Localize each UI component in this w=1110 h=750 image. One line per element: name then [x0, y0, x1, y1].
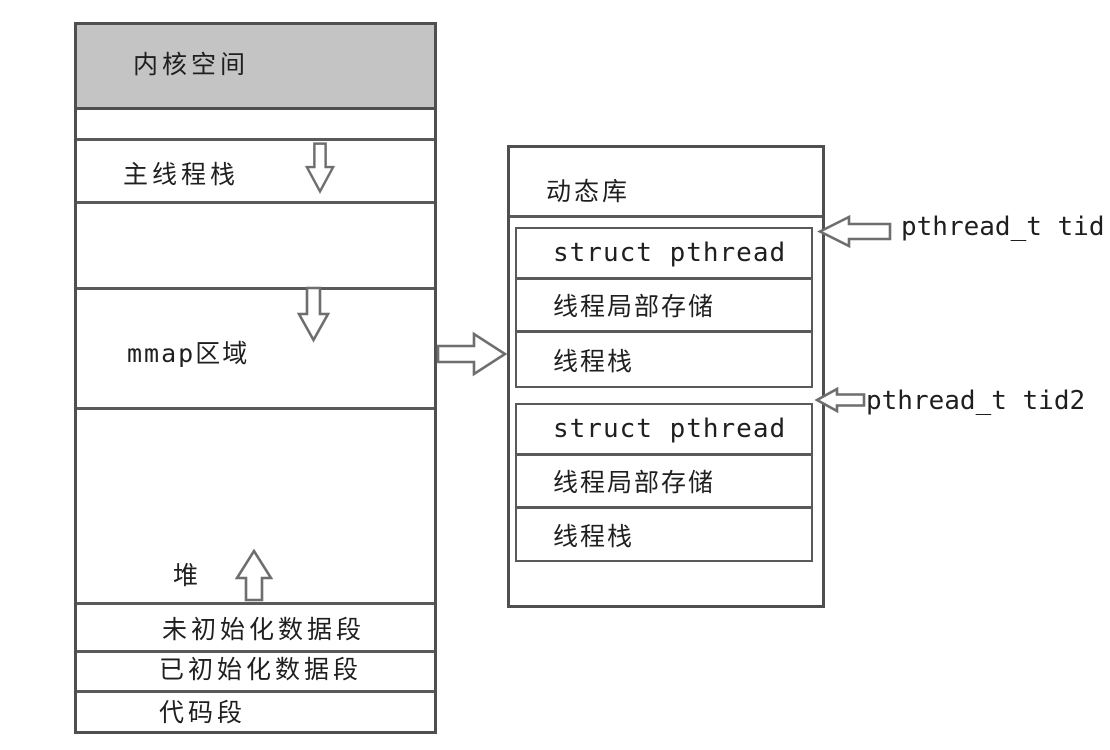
thread-local-storage-row: 线程局部存储 [517, 277, 811, 330]
uninitialized-data-label: 未初始化数据段 [162, 615, 366, 644]
divider [77, 138, 434, 141]
pthread-tid2-label: pthread_t tid2 [866, 386, 1086, 416]
divider [77, 407, 434, 410]
mmap-to-library-arrow-icon [436, 331, 507, 377]
tid2-pointer-left-arrow-icon [815, 386, 866, 414]
kernel-space-section: 内核空间 [77, 25, 434, 110]
mmap-region-label: mmap区域 [127, 339, 250, 368]
process-memory-box: 内核空间 主线程栈 mmap区域 堆 未初始化数据段 已初始化数据段 代码段 [74, 22, 437, 734]
thread-block-2: struct pthread 线程局部存储 线程栈 [515, 403, 813, 562]
divider [510, 215, 822, 218]
divider [77, 602, 434, 605]
thread-stack-row: 线程栈 [517, 330, 811, 386]
heap-label: 堆 [173, 561, 203, 590]
thread-local-storage-row: 线程局部存储 [517, 453, 811, 506]
struct-pthread-row: struct pthread [553, 238, 787, 268]
dynamic-library-box: 动态库 struct pthread 线程局部存储 线程栈 struct pth… [507, 145, 825, 608]
thread-block-1: struct pthread 线程局部存储 线程栈 [515, 227, 813, 388]
tid-pointer-left-arrow-icon [817, 214, 892, 249]
heap-grow-up-arrow-icon [235, 549, 273, 602]
main-thread-stack-label: 主线程栈 [123, 160, 240, 189]
divider [77, 650, 434, 653]
divider [77, 201, 434, 204]
dynamic-library-label: 动态库 [546, 177, 631, 206]
struct-pthread-row: struct pthread [553, 414, 787, 444]
stack-grow-down-arrow-icon [305, 142, 335, 195]
code-segment-label: 代码段 [159, 698, 247, 727]
divider [77, 690, 434, 693]
kernel-space-label: 内核空间 [133, 50, 250, 79]
thread-stack-row: 线程栈 [517, 506, 811, 560]
mmap-grow-down-arrow-icon [297, 286, 330, 343]
initialized-data-label: 已初始化数据段 [159, 655, 363, 684]
pthread-tid-label: pthread_t tid [901, 212, 1105, 242]
divider [77, 287, 434, 290]
